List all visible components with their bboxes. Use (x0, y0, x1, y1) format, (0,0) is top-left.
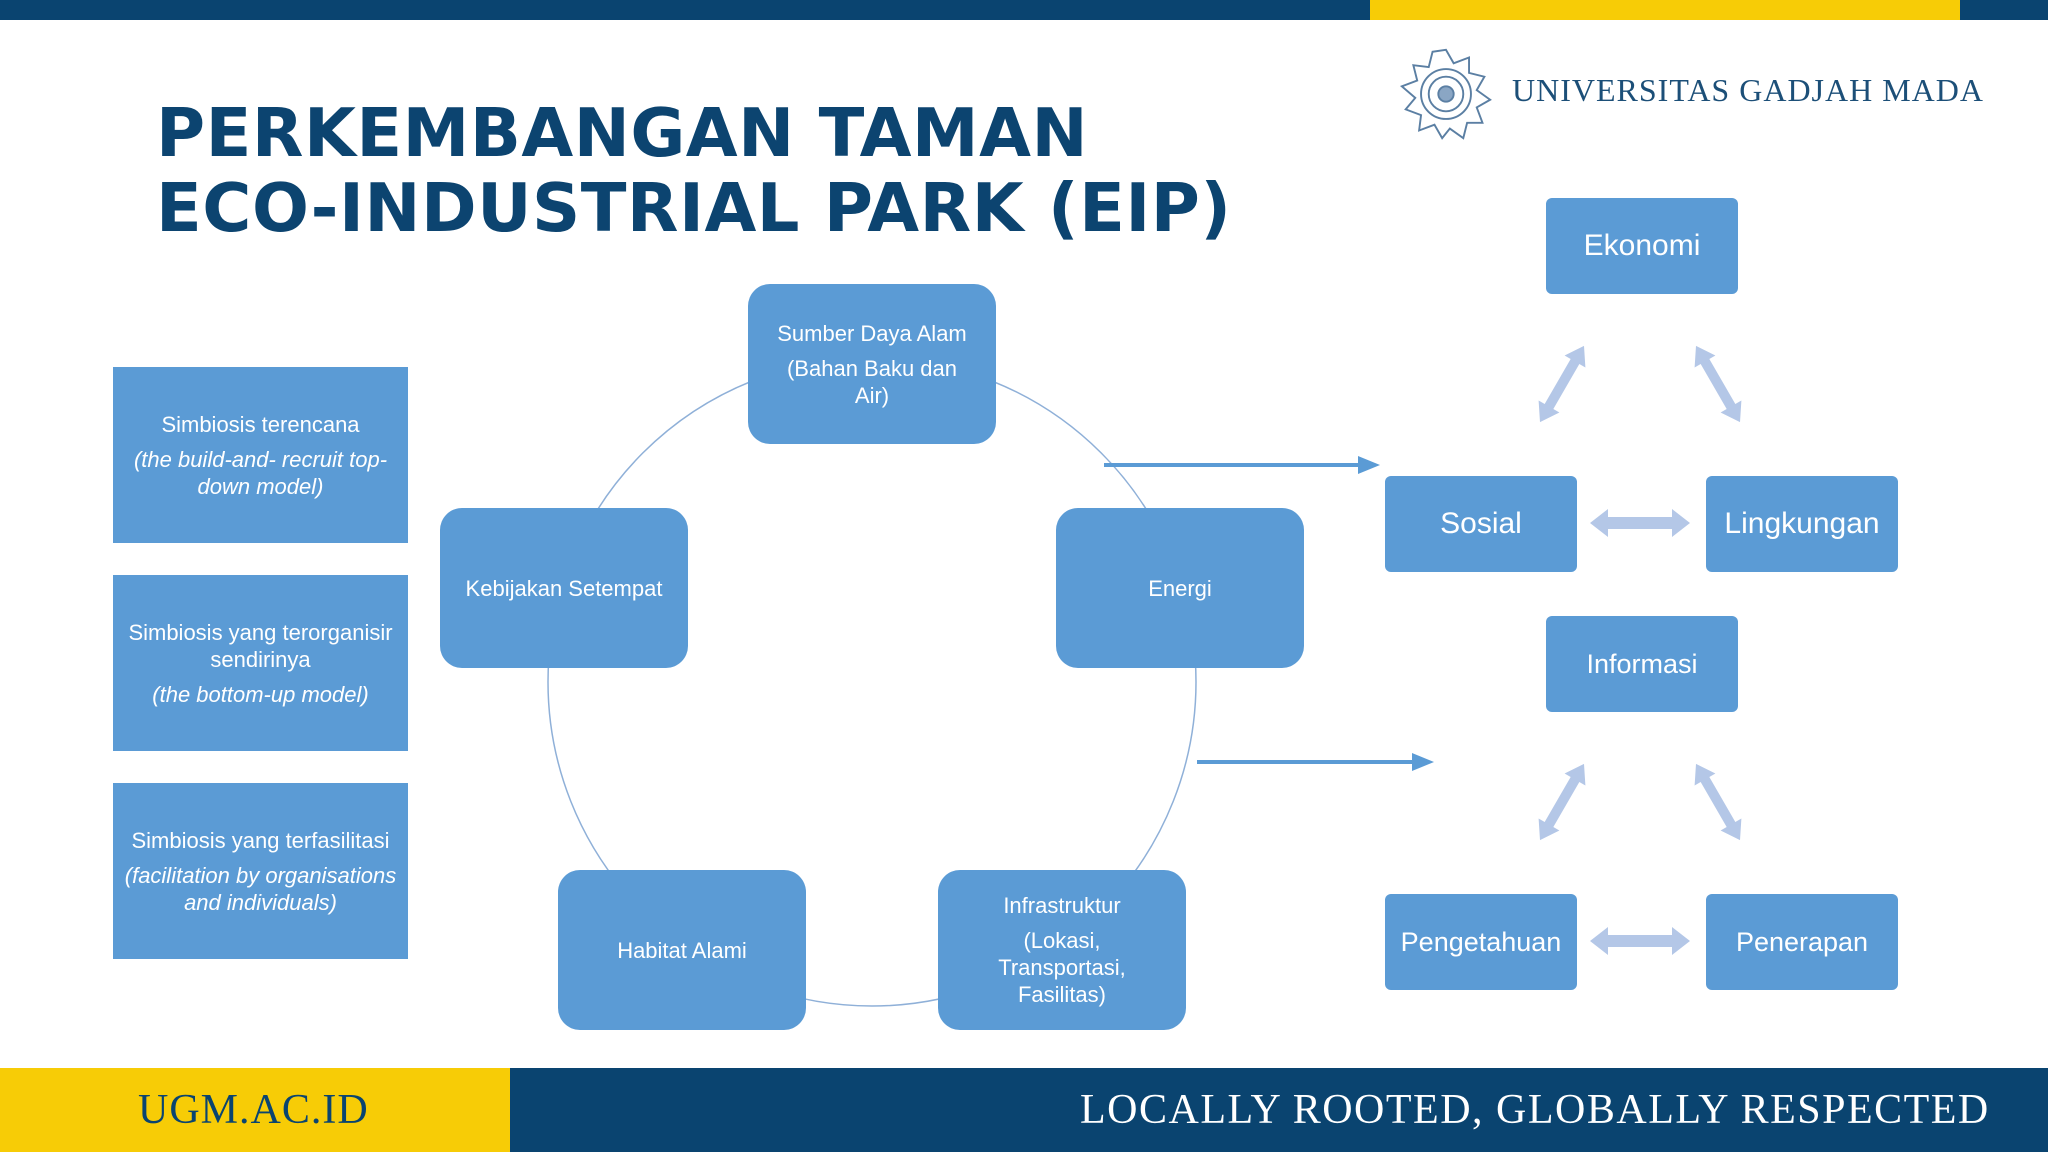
cycle-kebijakan-setempat: Kebijakan Setempat (440, 508, 688, 668)
box-label: Sosial (1440, 507, 1522, 540)
box-sublabel: (facilitation by organisations and indiv… (124, 862, 397, 915)
ugm-logo-icon (1399, 48, 1492, 140)
slide-title: PERKEMBANGAN TAMAN ECO-INDUSTRIAL PARK (… (156, 94, 1232, 247)
box-label: Habitat Alami (617, 937, 747, 963)
triangle-lingkungan: Lingkungan (1706, 476, 1898, 572)
box-label: Pengetahuan (1400, 927, 1562, 957)
box-label: Kebijakan Setempat (465, 575, 663, 601)
box-label: Simbiosis terencana (161, 411, 360, 437)
footer-website-link[interactable]: UGM.AC.ID (138, 1087, 369, 1133)
box-sublabel: (Lokasi, Transportasi, Fasilitas) (998, 928, 1126, 1007)
box-label: Lingkungan (1724, 507, 1880, 540)
top-bar-blue (0, 0, 1370, 20)
triangle-ekonomi: Ekonomi (1546, 198, 1738, 294)
top-bar-blue-right (1960, 0, 2048, 20)
box-label: Sumber Daya Alam (777, 320, 967, 346)
footer-blue-band (510, 1068, 2048, 1152)
box-sublabel: (the build-and- recruit top-down model) (133, 446, 388, 499)
cycle-infrastruktur: Infrastruktur (Lokasi, Transportasi, Fas… (938, 870, 1186, 1030)
box-sublabel: (Bahan Baku dan Air) (786, 355, 958, 408)
top-bar-yellow (1370, 0, 1960, 20)
box-sublabel: (the bottom-up model) (152, 681, 369, 707)
box-label: Simbiosis yang terfasilitasi (131, 827, 390, 853)
box-label: Energi (1148, 575, 1212, 601)
box-simbiosis-terfasilitasi: Simbiosis yang terfasilitasi (facilitati… (113, 783, 408, 959)
footer-yellow-band (0, 1068, 510, 1152)
box-simbiosis-terencana: Simbiosis terencana (the build-and- recr… (113, 367, 408, 543)
university-name: UNIVERSITAS GADJAH MADA (1512, 72, 1984, 108)
footer-tagline: LOCALLY ROOTED, GLOBALLY RESPECTED (1080, 1087, 1990, 1133)
triangle-informasi: Informasi (1546, 616, 1738, 712)
cycle-energi: Energi (1056, 508, 1304, 668)
box-label: Ekonomi (1583, 229, 1701, 262)
cycle-habitat-alami: Habitat Alami (558, 870, 806, 1030)
box-label: Infrastruktur (1003, 893, 1121, 918)
box-label: Informasi (1586, 649, 1698, 679)
triangle-pengetahuan: Pengetahuan (1385, 894, 1577, 990)
triangle-sosial: Sosial (1385, 476, 1577, 572)
box-label: Simbiosis yang terorganisir sendirinya (128, 619, 393, 672)
cycle-sumber-daya-alam: Sumber Daya Alam (Bahan Baku dan Air) (748, 284, 996, 444)
box-simbiosis-terorganisir: Simbiosis yang terorganisir sendirinya (… (113, 575, 408, 751)
box-label: Penerapan (1735, 927, 1869, 957)
triangle-penerapan: Penerapan (1706, 894, 1898, 990)
